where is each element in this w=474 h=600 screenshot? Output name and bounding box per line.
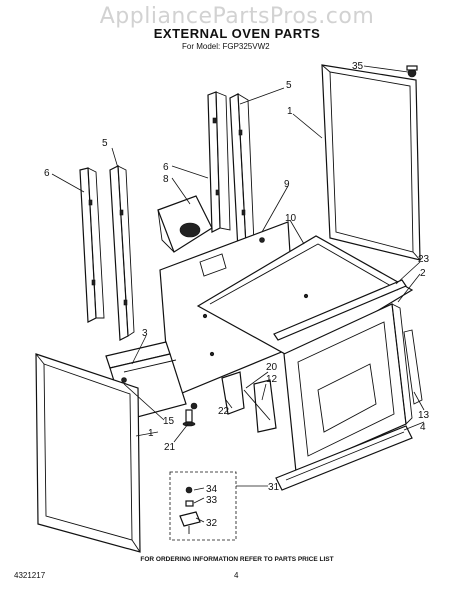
part-top-panel [196,235,414,361]
part-leveling-foot [182,409,196,427]
part-vent-duct [157,195,213,253]
part-rails-right [207,91,255,251]
part-brackets [190,371,277,433]
part-side-panel-left [35,353,141,553]
part-trim-strip [273,279,407,341]
callout-35: 35 [352,61,364,72]
callout-8: 8 [163,174,169,185]
callout-34: 34 [206,484,218,495]
callout-2: 2 [420,268,426,279]
callout-33: 33 [206,495,218,506]
callout-numbers: 35 1 5 6 8 9 10 5 6 23 2 3 13 4 20 12 22… [44,61,430,529]
part-kick-panel [275,425,413,491]
callout-12: 12 [266,374,278,385]
leader-lines [51,65,425,523]
callout-5-left: 5 [102,138,108,149]
part-side-panel-right [321,64,421,261]
callout-1-bottom: 1 [148,428,154,439]
callout-13: 13 [418,410,430,421]
callout-4: 4 [420,422,426,433]
callout-15: 15 [163,416,175,427]
callout-6-left: 6 [44,168,50,179]
document-number: 4321217 [14,571,46,580]
part-screw-15 [121,377,127,383]
part-oven-door [283,303,413,473]
hardware-kit-box [169,471,237,541]
ordering-note: FOR ORDERING INFORMATION REFER TO PARTS … [140,556,334,563]
page-title: EXTERNAL OVEN PARTS [153,26,321,41]
callout-5-right: 5 [286,80,292,91]
part-door-trim [403,329,423,405]
page-number: 4 [234,571,239,580]
callout-23: 23 [418,254,430,265]
callout-10: 10 [285,213,297,224]
callout-3: 3 [142,328,148,339]
callout-20: 20 [266,362,278,373]
watermark: AppliancePartsPros.com [99,4,375,29]
callout-1-top: 1 [287,106,293,117]
callout-6-right: 6 [163,162,169,173]
model-subtitle: For Model: FGP325VW2 [182,42,270,51]
callout-9: 9 [284,179,290,190]
part-rails-left [79,165,135,341]
callout-31: 31 [268,482,280,493]
callout-32: 32 [206,518,218,529]
callout-22: 22 [218,406,230,417]
part-knob-35 [406,65,418,78]
callout-21: 21 [164,442,176,453]
